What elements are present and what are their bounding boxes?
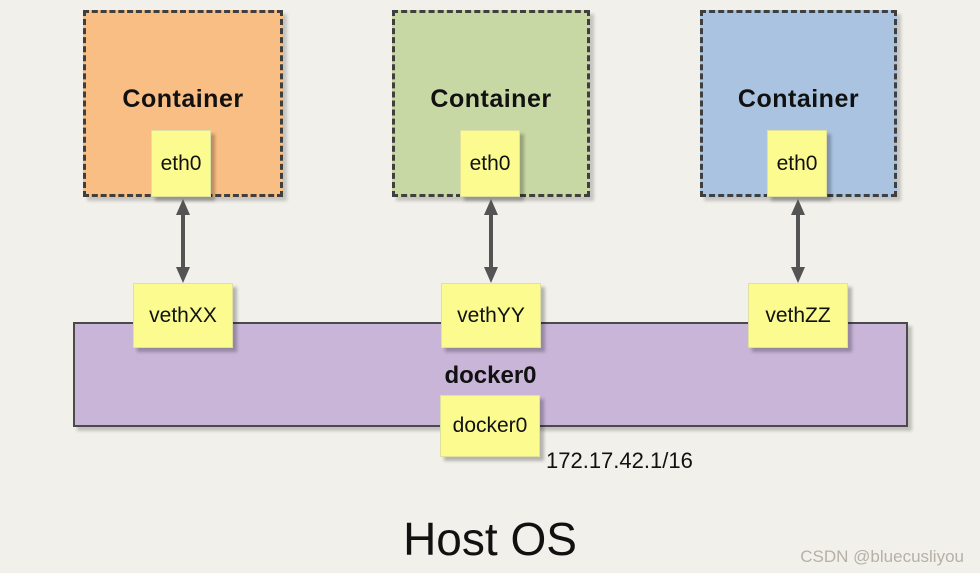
docker0-interface-box: docker0 [440,395,540,457]
eth0-interface-box-2: eth0 [460,130,520,197]
eth0-interface-box-1: eth0 [151,130,211,197]
vethZZ-box: vethZZ [748,283,848,348]
container-label-3: Container [737,85,860,113]
veth-connection-arrow-1 [176,199,190,283]
container-label-1: Container [122,85,244,113]
veth-connection-arrow-3 [791,199,805,283]
watermark: CSDN @bluecusliyou [800,547,964,566]
eth0-interface-box-3: eth0 [767,130,827,197]
vethYY-box: vethYY [441,283,541,348]
vethXX-box: vethXX [133,283,233,348]
container-label-2: Container [430,85,552,113]
host-os-label: Host OS [403,513,577,565]
veth-connection-arrow-2 [484,199,498,283]
docker0-bridge-label: docker0 [444,362,537,389]
bridge-ip-address: 172.17.42.1/16 [546,448,693,473]
